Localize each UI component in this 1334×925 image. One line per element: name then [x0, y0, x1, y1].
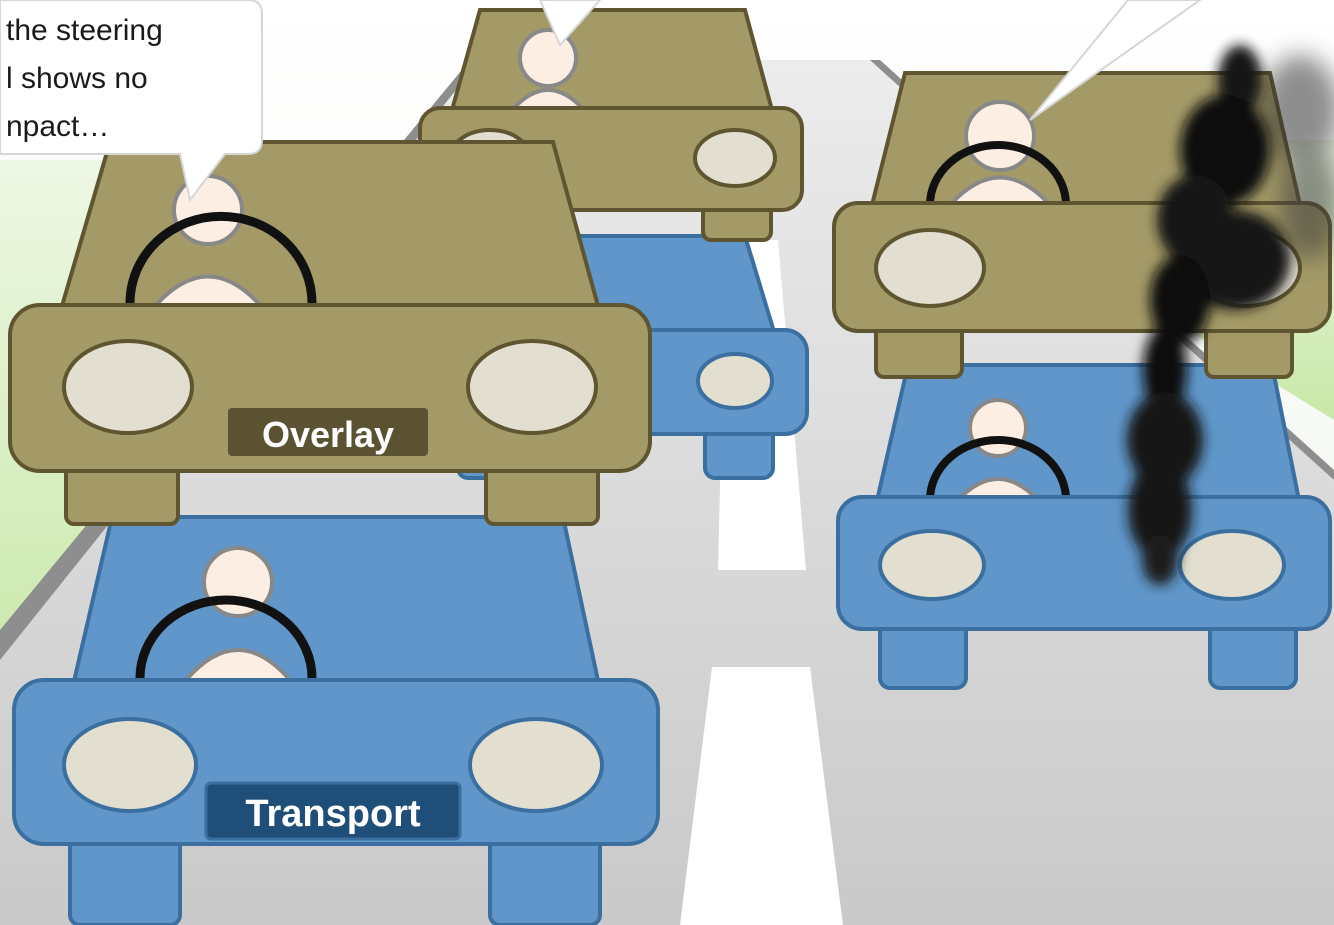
headlight — [64, 719, 196, 811]
speech-bubble-line: the steering — [6, 14, 163, 47]
headlight — [468, 341, 596, 433]
driver-head — [970, 400, 1026, 456]
headlight — [695, 130, 775, 186]
driver-head — [520, 30, 576, 86]
headlight — [698, 354, 772, 408]
driver-head — [174, 176, 242, 244]
overlay-car-front-left: Overlay — [10, 142, 650, 524]
speech-bubble-line: l shows no — [6, 62, 148, 95]
transport-plate-label: Transport — [245, 793, 421, 835]
speech-bubble-line: npact… — [6, 110, 109, 143]
headlight — [64, 341, 192, 433]
headlight — [880, 531, 984, 599]
headlight — [876, 230, 984, 306]
driver-head — [966, 102, 1034, 170]
headlight — [1180, 531, 1284, 599]
overlay-plate-label: Overlay — [262, 414, 394, 455]
headlight — [470, 719, 602, 811]
